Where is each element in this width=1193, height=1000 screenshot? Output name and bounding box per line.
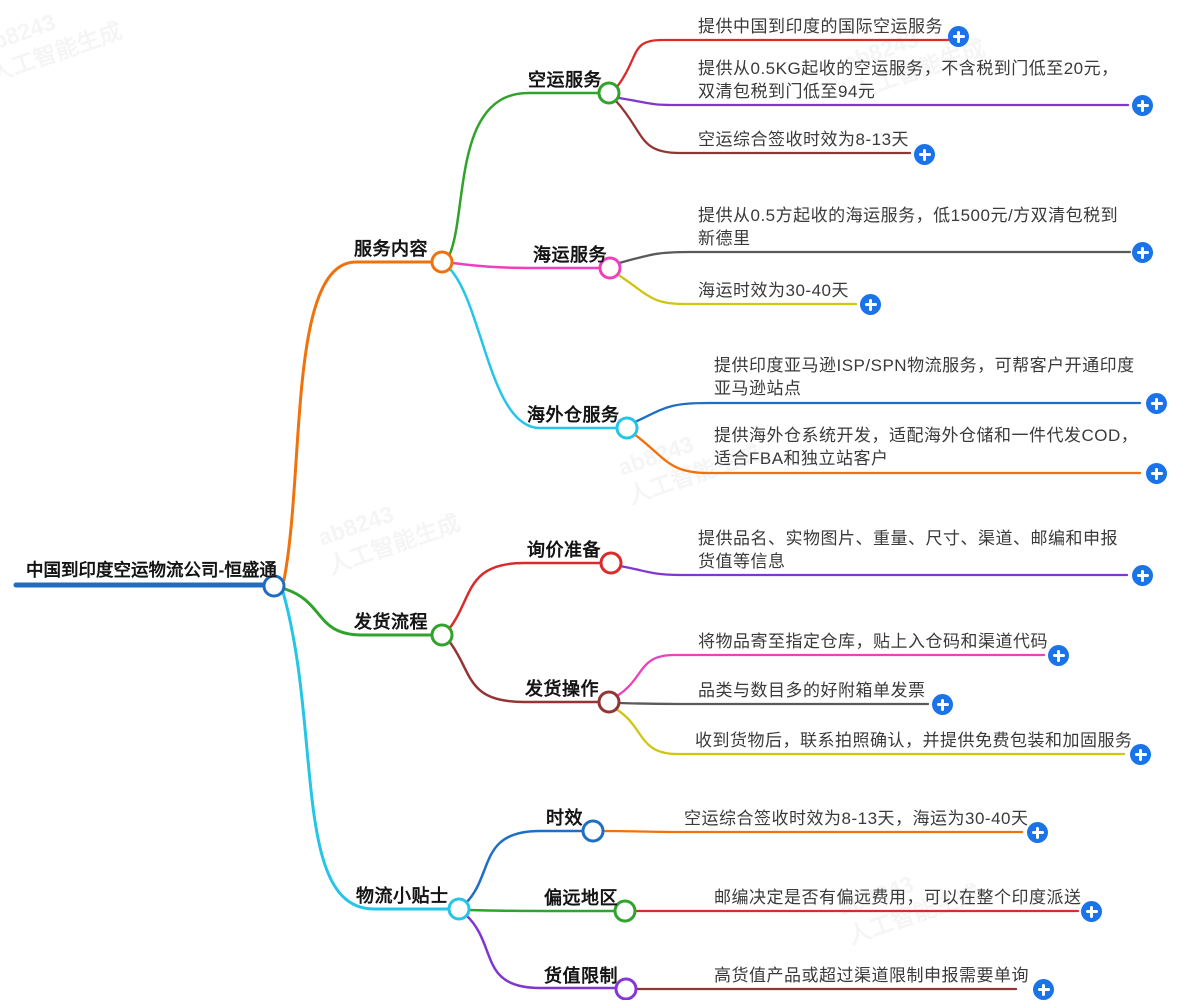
leaf-sea-delivery-time[interactable]: 海运时效为30-40天 (698, 281, 849, 300)
branch-label-shipping-operation[interactable]: 发货操作 (525, 679, 599, 699)
node-circle-remote-area[interactable] (613, 899, 637, 923)
branch-label-services[interactable]: 服务内容 (354, 239, 428, 259)
edge-warehouse-leaf-1 (633, 401, 1142, 424)
leaf-air-pricing[interactable]: 提供从0.5KG起收的空运服务，不含税到门低至20元，双清包税到门低至94元 (698, 59, 1119, 101)
expand-icon[interactable] (932, 694, 953, 715)
branch-label-remote-area[interactable]: 偏远地区 (544, 888, 618, 908)
node-circle-logistics-tips[interactable] (447, 897, 471, 921)
leaf-inquiry-info[interactable]: 提供品名、实物图片、重量、尺寸、渠道、邮编和申报货值等信息 (698, 529, 1118, 571)
node-circle-shipping-process[interactable] (430, 623, 454, 647)
branch-label-timeliness[interactable]: 时效 (546, 808, 583, 828)
edge-operation-leaf-3 (614, 707, 1126, 756)
expand-icon[interactable] (1048, 645, 1069, 666)
node-circle-value-limit[interactable] (614, 977, 638, 1000)
node-circle-timeliness[interactable] (581, 819, 605, 843)
edge-services-sea (451, 261, 602, 270)
leaf-operation-photo-confirm[interactable]: 收到货物后，联系拍照确认，并提供免费包装和加固服务 (695, 731, 1133, 750)
branch-label-inquiry-prep[interactable]: 询价准备 (527, 540, 601, 560)
edge-air-leaf-1 (615, 38, 950, 89)
edge-tips-value-limit (464, 913, 618, 990)
edge-warehouse-leaf-2 (632, 432, 1142, 475)
edge-services-warehouse (448, 267, 619, 430)
branch-label-air-freight[interactable]: 空运服务 (528, 70, 602, 90)
expand-icon[interactable] (914, 144, 935, 165)
expand-icon[interactable] (948, 26, 969, 47)
edge-sea-leaf-2 (615, 272, 858, 306)
edge-tips-remote (467, 908, 617, 913)
branch-label-value-limit[interactable]: 货值限制 (544, 966, 618, 986)
branch-label-shipping-process[interactable]: 发货流程 (354, 612, 428, 632)
expand-icon[interactable] (1132, 242, 1153, 263)
node-circle-shipping-operation[interactable] (597, 690, 621, 714)
node-circle-inquiry-prep[interactable] (599, 551, 623, 575)
node-circle-overseas-warehouse[interactable] (615, 416, 639, 440)
expand-icon[interactable] (1033, 979, 1054, 1000)
node-circle-sea-freight[interactable] (598, 256, 622, 280)
edge-root-services (282, 260, 434, 582)
expand-icon[interactable] (1132, 565, 1153, 586)
edge-process-operation (447, 639, 601, 704)
expand-icon[interactable] (860, 294, 881, 315)
edge-timeliness-leaf-1 (601, 829, 1024, 834)
leaf-warehouse-system[interactable]: 提供海外仓系统开发，适配海外仓储和一件代发COD，适合FBA和独立站客户 (714, 426, 1139, 468)
leaf-tips-remote-fee[interactable]: 邮编决定是否有偏远费用，可以在整个印度派送 (714, 888, 1082, 907)
node-circle-services[interactable] (430, 250, 454, 274)
edge-services-air (447, 91, 601, 258)
leaf-air-delivery-time[interactable]: 空运综合签收时效为8-13天 (698, 130, 910, 149)
root-node-label[interactable]: 中国到印度空运物流公司-恒盛通 (26, 560, 277, 580)
branch-label-overseas-warehouse[interactable]: 海外仓服务 (527, 405, 620, 425)
edge-root-shipping-process (283, 587, 434, 637)
leaf-air-intl-service[interactable]: 提供中国到印度的国际空运服务 (698, 17, 943, 36)
leaf-sea-pricing[interactable]: 提供从0.5方起收的海运服务，低1500元/方双清包税到新德里 (698, 206, 1119, 248)
branch-label-sea-freight[interactable]: 海运服务 (533, 245, 607, 265)
edge-operation-leaf-2 (617, 701, 930, 706)
leaf-operation-invoice[interactable]: 品类与数目多的好附箱单发票 (698, 681, 926, 700)
expand-icon[interactable] (1132, 95, 1153, 116)
edge-air-leaf-3 (614, 99, 912, 155)
expand-icon[interactable] (1146, 393, 1167, 414)
node-circle-root[interactable] (262, 574, 286, 598)
expand-icon[interactable] (1027, 822, 1048, 843)
expand-icon[interactable] (1081, 901, 1102, 922)
edge-process-inquiry (447, 561, 603, 631)
leaf-operation-warehouse-code[interactable]: 将物品寄至指定仓库，贴上入仓码和渠道代码 (698, 632, 1048, 651)
edge-operation-leaf-1 (615, 653, 1046, 698)
edge-sea-leaf-1 (617, 250, 1132, 265)
expand-icon[interactable] (1146, 463, 1167, 484)
edge-inquiry-leaf-1 (618, 564, 1129, 577)
leaf-tips-timeliness[interactable]: 空运综合签收时效为8-13天，海运为30-40天 (684, 809, 1029, 828)
leaf-tips-value-limit[interactable]: 高货值产品或超过渠道限制申报需要单询 (714, 966, 1029, 985)
leaf-warehouse-amazon[interactable]: 提供印度亚马逊ISP/SPN物流服务，可帮客户开通印度亚马逊站点 (714, 356, 1135, 398)
edge-air-leaf-2 (617, 96, 1130, 107)
edge-tips-timeliness (464, 829, 585, 905)
edge-root-tips (281, 590, 451, 911)
branch-label-logistics-tips[interactable]: 物流小贴士 (356, 886, 449, 906)
expand-icon[interactable] (1130, 744, 1151, 765)
node-circle-air-freight[interactable] (597, 81, 621, 105)
